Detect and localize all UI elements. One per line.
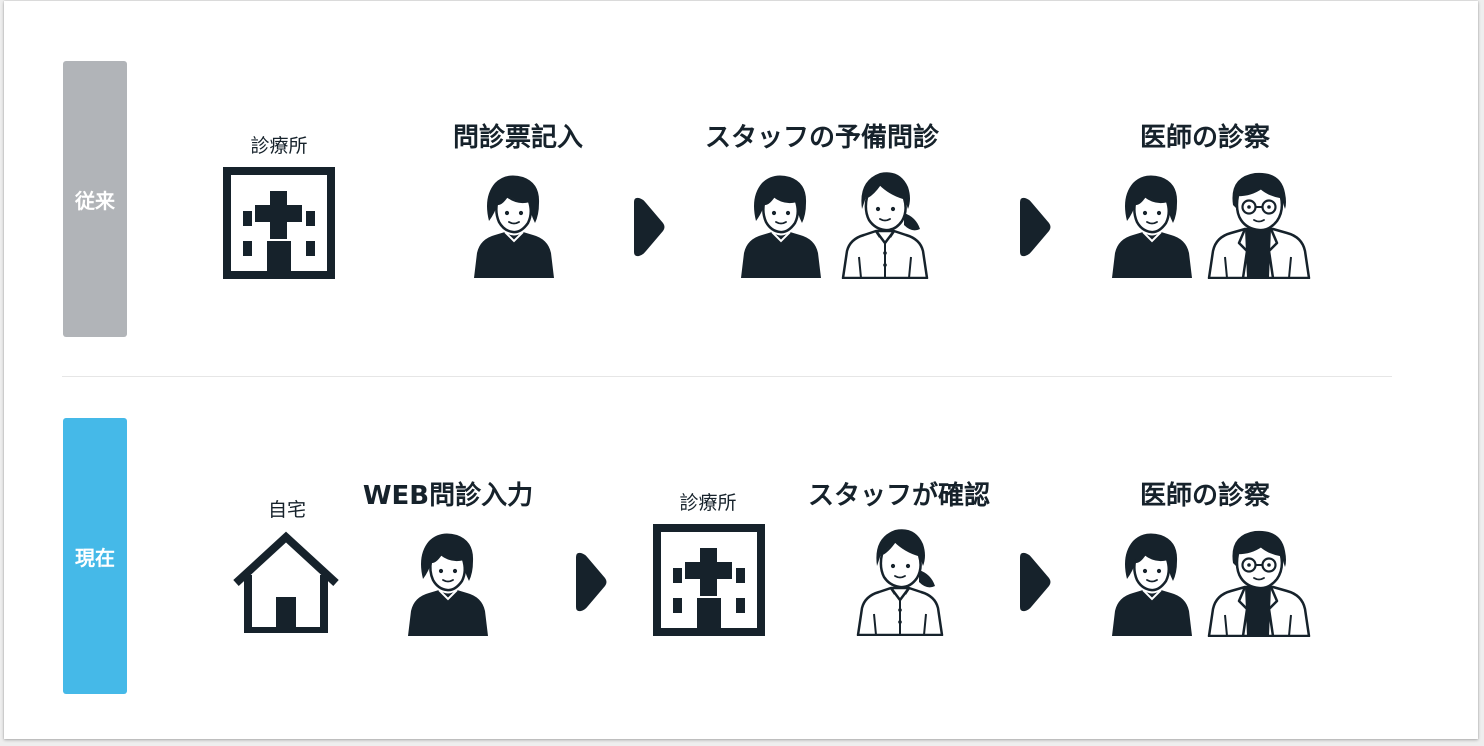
patient-icon bbox=[740, 173, 822, 279]
step-title-questionnaire: 問診票記入 bbox=[452, 123, 584, 153]
patient-icon bbox=[473, 173, 555, 279]
row-label-past: 従来 bbox=[63, 61, 127, 337]
step-title-staff-interview: スタッフの予備問診 bbox=[704, 123, 940, 153]
place-label-clinic-2: 診療所 bbox=[679, 492, 737, 514]
doctor-icon bbox=[1207, 169, 1311, 279]
step-title-web-questionnaire: WEB問診入力 bbox=[362, 481, 534, 511]
doctor-icon bbox=[1207, 527, 1311, 637]
clinic-building-icon bbox=[653, 524, 765, 636]
arrow-right-icon bbox=[572, 551, 608, 613]
place-label-home: 自宅 bbox=[267, 499, 307, 521]
row-divider bbox=[62, 376, 1392, 377]
place-label-clinic: 診療所 bbox=[250, 135, 308, 157]
clinic-building-icon bbox=[223, 167, 335, 279]
step-title-doctor-exam-2: 医師の診察 bbox=[1139, 481, 1271, 511]
arrow-right-icon bbox=[1016, 551, 1052, 613]
patient-icon bbox=[1111, 173, 1193, 279]
patient-icon bbox=[407, 531, 489, 637]
house-icon bbox=[230, 531, 342, 633]
step-title-doctor-exam: 医師の診察 bbox=[1139, 123, 1271, 153]
arrow-right-icon bbox=[630, 196, 666, 258]
step-title-staff-check: スタッフが確認 bbox=[807, 481, 991, 511]
staff-nurse-icon bbox=[840, 167, 930, 279]
diagram-canvas: 従来 診療所 問診票記入 スタッフの予備問診 医師の診察 現在 自宅 WEB問診… bbox=[4, 1, 1478, 739]
row-label-now: 現在 bbox=[63, 418, 127, 694]
arrow-right-icon bbox=[1016, 196, 1052, 258]
patient-icon bbox=[1111, 531, 1193, 637]
staff-nurse-icon bbox=[855, 524, 945, 636]
